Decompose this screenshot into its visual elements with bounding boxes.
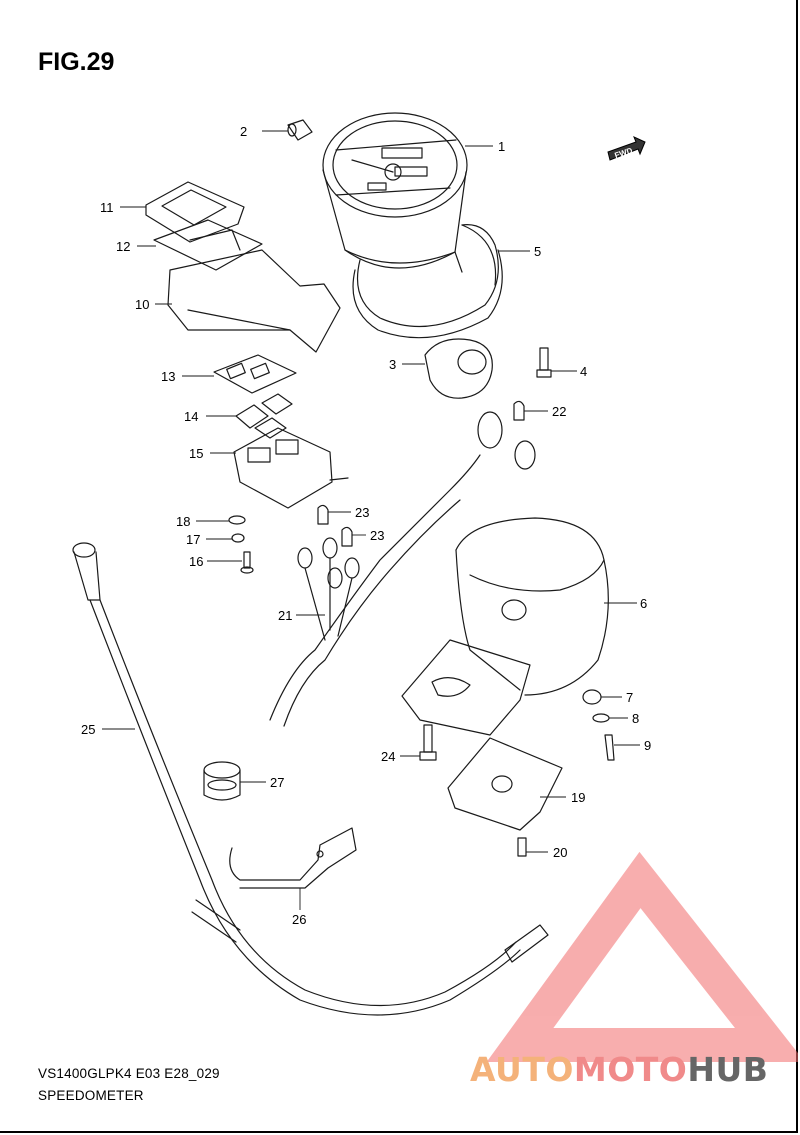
watermark-logo [486, 851, 798, 1062]
callout-25: 25 [81, 722, 95, 737]
callout-10: 10 [135, 297, 149, 312]
speedometer-case[interactable] [401, 517, 609, 736]
forward-direction-arrow: FWD [607, 136, 646, 161]
callout-22: 22 [552, 404, 566, 419]
fwd-label: FWD [613, 146, 633, 160]
bulb-set[interactable] [317, 400, 525, 547]
watermark-hub: HUB [687, 1050, 769, 1089]
callout-17: 17 [186, 532, 200, 547]
callout-15: 15 [189, 446, 203, 461]
callout-6: 6 [640, 596, 647, 611]
cable-clamp[interactable] [229, 827, 357, 889]
callout-13: 13 [161, 369, 175, 384]
callout-1: 1 [498, 139, 505, 154]
watermark-text: AUTOMOTOHUB [470, 1050, 768, 1089]
callout-18: 18 [176, 514, 190, 529]
callout-26: 26 [292, 912, 306, 927]
indicator-plate-assembly[interactable] [213, 354, 349, 509]
callout-23a: 23 [355, 505, 369, 520]
callout-7: 7 [626, 690, 633, 705]
callout-labels: 1 2 3 4 5 6 7 8 9 10 11 12 13 14 15 16 1… [81, 124, 651, 927]
callout-19: 19 [571, 790, 585, 805]
speedometer-gear-box[interactable] [424, 338, 552, 399]
cushion-ring[interactable] [352, 224, 503, 339]
callout-8: 8 [632, 711, 639, 726]
callout-27: 27 [270, 775, 284, 790]
watermark-auto: AUTO [470, 1050, 574, 1089]
callout-2: 2 [240, 124, 247, 139]
washer-and-screw-set[interactable] [228, 515, 254, 574]
model-code: VS1400GLPK4 E03 E28_029 [38, 1066, 220, 1081]
callout-3: 3 [389, 357, 396, 372]
callout-21: 21 [278, 608, 292, 623]
indicator-housing[interactable] [145, 181, 341, 353]
callout-5: 5 [534, 244, 541, 259]
rubber-grommet[interactable] [203, 761, 241, 801]
callout-20: 20 [553, 845, 567, 860]
bulb-socket-part[interactable] [287, 119, 313, 141]
callout-4: 4 [580, 364, 587, 379]
section-name: SPEEDOMETER [38, 1088, 144, 1103]
callout-leaders [102, 130, 640, 910]
figure-title: FIG.29 [38, 48, 115, 76]
bolt[interactable] [419, 724, 437, 761]
callout-14: 14 [184, 409, 198, 424]
callout-24: 24 [381, 749, 395, 764]
wiring-harness[interactable] [269, 411, 536, 727]
speedometer-unit[interactable] [322, 112, 468, 273]
callout-16: 16 [189, 554, 203, 569]
mounting-bracket[interactable] [447, 737, 563, 857]
callout-23b: 23 [370, 528, 384, 543]
callout-9: 9 [644, 738, 651, 753]
grommet-washer-screw[interactable] [582, 689, 615, 761]
watermark-moto: MOTO [573, 1050, 688, 1089]
callout-12: 12 [116, 239, 130, 254]
speedometer-cable[interactable] [72, 542, 549, 1016]
callout-11: 11 [100, 200, 114, 215]
